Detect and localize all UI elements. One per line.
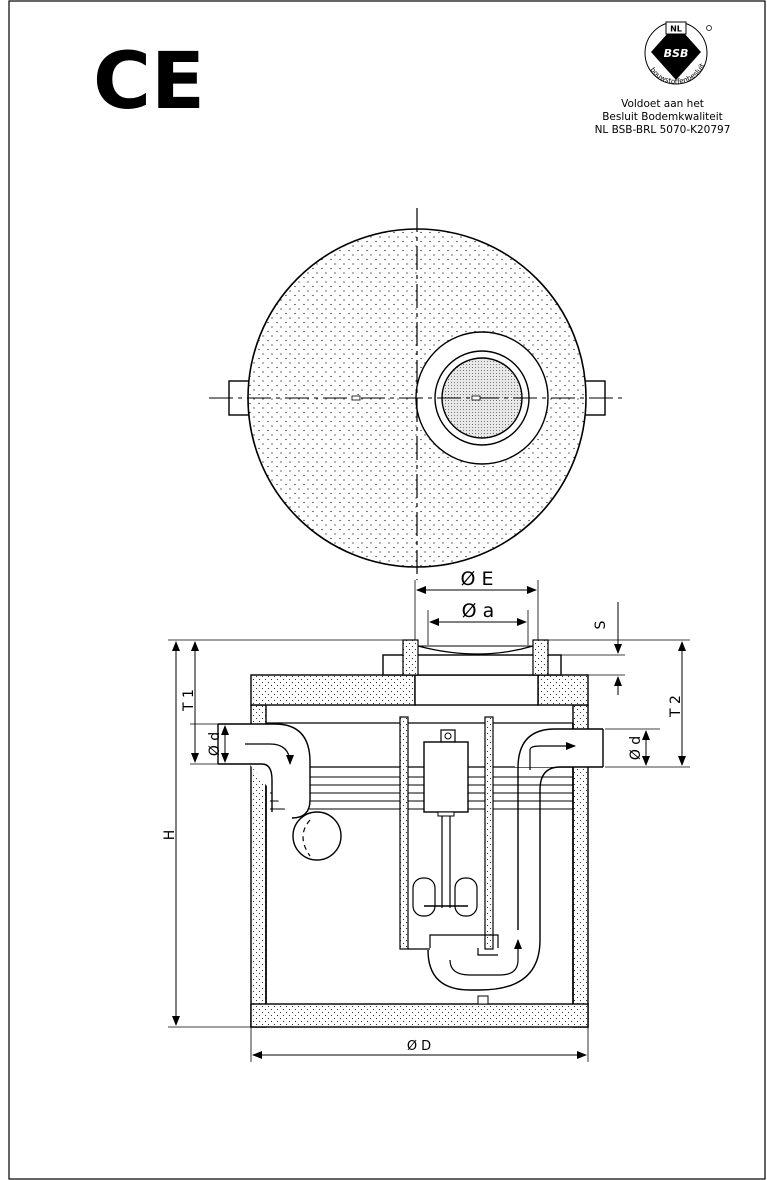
bsb-logo-nl: NL [670,25,682,34]
dim-opening-diameter: Ø a [462,600,495,622]
dim-outer-diameter: Ø D [407,1039,431,1054]
dim-inlet-depth: T 1 [181,689,197,712]
dim-cover-diameter: Ø E [461,568,494,590]
top-view [209,208,626,580]
dim-outlet-depth: T 2 [668,695,684,718]
bsb-logo-bsb: BSB [664,47,689,60]
certification-line-2: Besluit Bodemkwaliteit [602,111,723,123]
certification-text: Voldoet aan het Besluit Bodemkwaliteit N… [560,98,765,137]
dim-pipe-diameter-out: Ø d [628,736,644,760]
certification-line-3: NL BSB-BRL 5070-K20797 [594,124,731,136]
dim-height: H [162,830,178,841]
dim-wall: S [593,620,609,629]
bsb-logo: NL BSB bouwstoffenbesluit [644,21,712,86]
dim-pipe-diameter-in: Ø d [207,732,223,756]
section-view: Ø E Ø a S T 1 Ø d T [162,568,690,1062]
certification-line-1: Voldoet aan het [621,98,704,110]
ce-mark: CE [93,37,205,127]
sheet-border [8,0,766,1180]
